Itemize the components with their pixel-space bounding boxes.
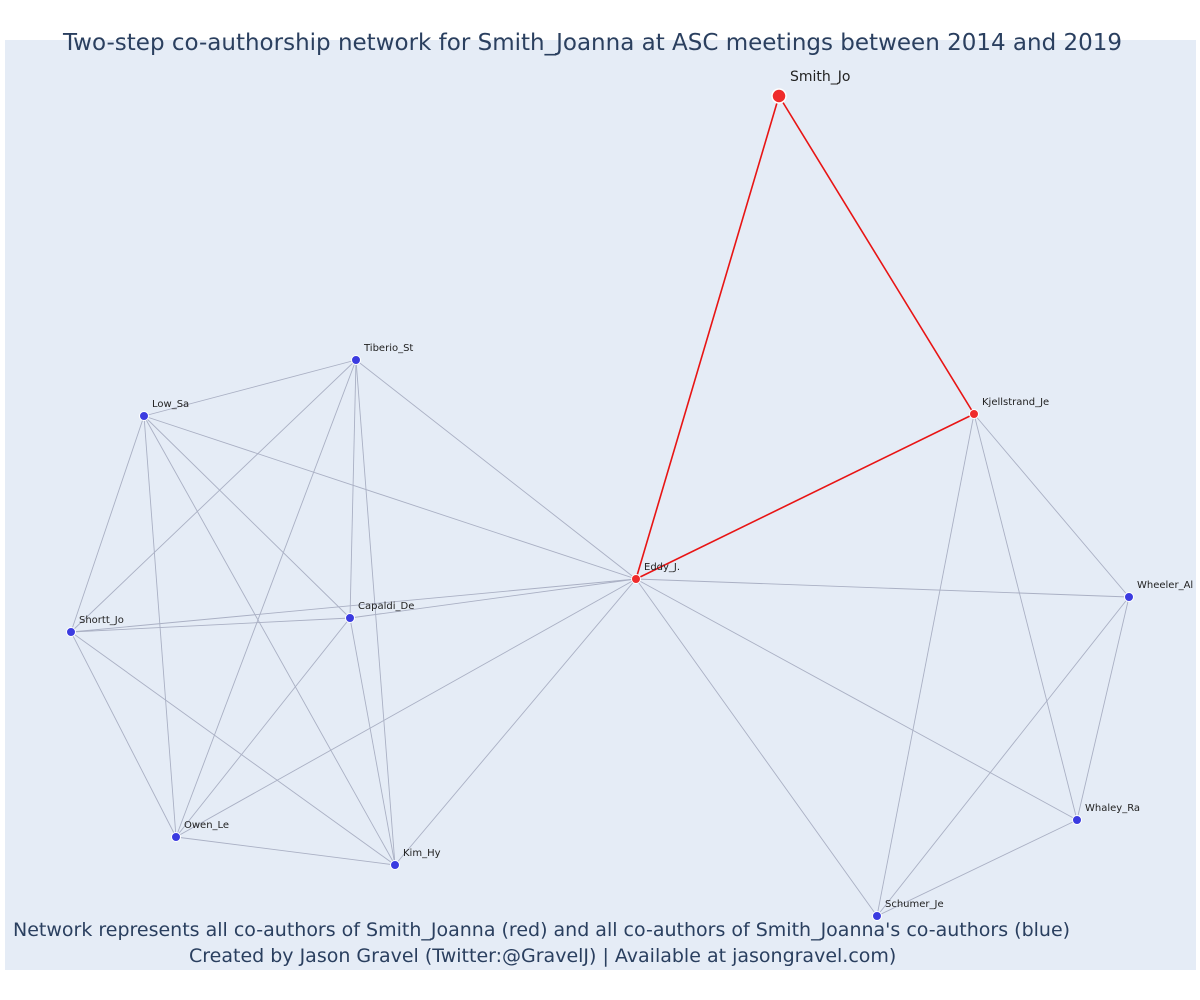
edge-shortt-jo-owen-le bbox=[70, 631, 177, 838]
edge-owen-le-kim-hy bbox=[175, 836, 396, 866]
edge-smith-jo-eddy-j bbox=[635, 95, 780, 580]
node-whaley-ra[interactable] bbox=[1072, 815, 1082, 825]
edge-kjellstrand-je-whaley-ra bbox=[973, 413, 1078, 821]
edge-shortt-jo-kim-hy bbox=[70, 631, 396, 866]
edge-tiberio-st-shortt-jo bbox=[70, 359, 357, 633]
node-label-whaley-ra: Whaley_Ra bbox=[1085, 803, 1140, 814]
edge-low-sa-kim-hy bbox=[143, 415, 396, 866]
node-label-kjellstrand-je: Kjellstrand_Je bbox=[982, 397, 1049, 408]
edge-whaley-ra-schumer-je bbox=[876, 819, 1078, 917]
edge-eddy-j-capaldi-de bbox=[349, 578, 637, 619]
caption-credit: Created by Jason Gravel (Twitter:@Gravel… bbox=[189, 945, 897, 967]
edge-capaldi-de-kim-hy bbox=[349, 617, 396, 866]
edge-low-sa-capaldi-de bbox=[143, 415, 351, 619]
node-label-low-sa: Low_Sa bbox=[152, 399, 189, 410]
node-eddy-j[interactable] bbox=[631, 574, 641, 584]
node-low-sa[interactable] bbox=[139, 411, 149, 421]
node-label-shortt-jo: Shortt_Jo bbox=[79, 615, 124, 626]
edge-tiberio-st-low-sa bbox=[143, 359, 357, 417]
node-owen-le[interactable] bbox=[171, 832, 181, 842]
edges-layer bbox=[70, 95, 1130, 917]
node-wheeler-al[interactable] bbox=[1124, 592, 1134, 602]
caption-description: Network represents all co-authors of Smi… bbox=[13, 919, 1071, 941]
edge-eddy-j-whaley-ra bbox=[635, 578, 1078, 821]
edge-tiberio-st-capaldi-de bbox=[349, 359, 357, 619]
nodes-layer bbox=[66, 88, 1134, 921]
edge-eddy-j-low-sa bbox=[143, 415, 637, 580]
edge-kjellstrand-je-schumer-je bbox=[876, 413, 975, 917]
edge-eddy-j-tiberio-st bbox=[355, 359, 637, 580]
node-label-tiberio-st: Tiberio_St bbox=[363, 343, 413, 354]
node-label-eddy-j: Eddy_J. bbox=[644, 562, 680, 573]
edge-eddy-j-shortt-jo bbox=[70, 578, 637, 633]
node-capaldi-de[interactable] bbox=[345, 613, 355, 623]
node-tiberio-st[interactable] bbox=[351, 355, 361, 365]
node-kim-hy[interactable] bbox=[390, 860, 400, 870]
node-kjellstrand-je[interactable] bbox=[969, 409, 979, 419]
node-label-owen-le: Owen_Le bbox=[184, 820, 229, 831]
edge-wheeler-al-schumer-je bbox=[876, 596, 1130, 917]
edge-tiberio-st-kim-hy bbox=[355, 359, 396, 866]
edge-low-sa-shortt-jo bbox=[70, 415, 145, 633]
edge-tiberio-st-owen-le bbox=[175, 359, 357, 838]
node-label-smith-jo: Smith_Jo bbox=[790, 69, 850, 85]
edge-capaldi-de-owen-le bbox=[175, 617, 351, 838]
edge-low-sa-owen-le bbox=[143, 415, 177, 838]
edge-capaldi-de-shortt-jo bbox=[70, 617, 351, 633]
edge-eddy-j-schumer-je bbox=[635, 578, 878, 917]
edge-kjellstrand-je-wheeler-al bbox=[973, 413, 1130, 598]
edge-wheeler-al-whaley-ra bbox=[1076, 596, 1130, 821]
node-schumer-je[interactable] bbox=[872, 911, 882, 921]
edge-eddy-j-owen-le bbox=[175, 578, 637, 838]
edge-smith-jo-kjellstrand-je bbox=[778, 95, 975, 415]
node-label-capaldi-de: Capaldi_De bbox=[358, 601, 414, 612]
node-label-kim-hy: Kim_Hy bbox=[403, 848, 441, 859]
node-smith-jo[interactable] bbox=[771, 88, 787, 104]
chart-title: Two-step co-authorship network for Smith… bbox=[62, 30, 1123, 56]
node-label-wheeler-al: Wheeler_Al bbox=[1137, 580, 1193, 591]
edge-eddy-j-kim-hy bbox=[394, 578, 637, 866]
edge-eddy-j-wheeler-al bbox=[635, 578, 1130, 598]
node-shortt-jo[interactable] bbox=[66, 627, 76, 637]
node-label-schumer-je: Schumer_Je bbox=[885, 899, 944, 910]
edge-eddy-j-kjellstrand-je bbox=[635, 413, 975, 580]
